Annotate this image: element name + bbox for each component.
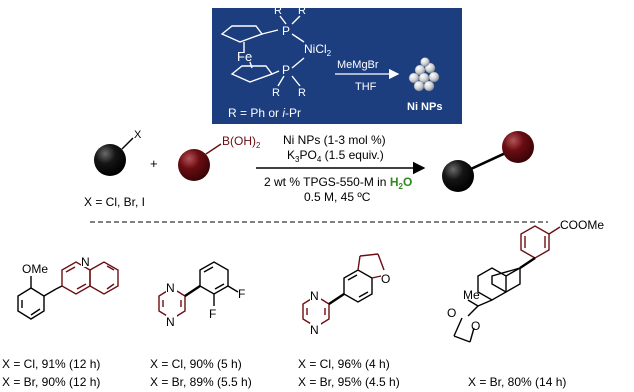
- plus-sign: +: [150, 156, 158, 171]
- product-1-yield-cl: X = Cl, 91% (12 h): [2, 357, 100, 371]
- product-3-structure: [302, 253, 385, 328]
- product-4-label-coome: COOMe: [560, 218, 604, 232]
- catalyst-box: Fe R R P NiCl2 P R R R = Ph or i-Pr MeMg…: [212, 5, 462, 124]
- product-3-label-o: O: [381, 272, 390, 286]
- product-4-label-o2: O: [471, 319, 480, 333]
- reaction-row: X X = Cl, Br, I + B(OH)2 Ni NPs (1-3 mol…: [84, 129, 534, 209]
- solvent-label: THF: [355, 81, 377, 93]
- boronic-acid-ball: [178, 149, 210, 181]
- conditions-line-4: 0.5 M, 45 ºC: [304, 190, 371, 204]
- product-3-yield-cl: X = Cl, 96% (4 h): [298, 357, 390, 371]
- product-1-label-ome: OMe: [22, 262, 48, 276]
- ferrocene-structure: [220, 15, 305, 87]
- product-2-label-n1: N: [166, 281, 175, 295]
- product-1-yield-br: X = Br, 90% (12 h): [2, 375, 100, 389]
- product-red-ball: [502, 131, 534, 163]
- product-black-ball: [442, 160, 474, 192]
- conditions-line-1: Ni NPs (1-3 mol %): [283, 133, 386, 147]
- product-4-structure: [453, 225, 561, 343]
- conditions-line-3: 2 wt % TPGS-550-M in H2O: [264, 175, 412, 191]
- aryl-halide-ball: [94, 144, 126, 176]
- product-3-yield-br: X = Br, 95% (4.5 h): [298, 375, 400, 389]
- p-label-lower: P: [282, 63, 290, 77]
- product-4-label-o1: O: [447, 306, 456, 320]
- r-label-4: R: [298, 87, 306, 99]
- nicl2-label: NiCl2: [304, 42, 332, 58]
- product-1-structure: [17, 261, 119, 320]
- product-2-label-f2: F: [238, 287, 245, 301]
- product-2-label-n2: N: [166, 315, 175, 329]
- product-2-label-f1: F: [209, 307, 216, 321]
- product-2-yield-br: X = Br, 89% (5.5 h): [150, 375, 252, 389]
- boronic-acid-label: B(OH)2: [222, 134, 261, 150]
- r-label-3: R: [272, 87, 280, 99]
- nanoparticle-cluster-icon: [408, 57, 440, 92]
- p-label-upper: P: [282, 24, 290, 38]
- reagent-label: MeMgBr: [337, 59, 379, 71]
- r-definition: R = Ph or i-Pr: [228, 106, 301, 120]
- product-4-label-me: Me: [463, 288, 480, 302]
- product-3-label-n2: N: [310, 323, 319, 337]
- fe-label: Fe: [237, 49, 252, 64]
- product-3-label-n1: N: [310, 289, 319, 303]
- conditions-line-2: K3PO4 (1.5 equiv.): [287, 148, 384, 164]
- r-label-1: R: [274, 5, 282, 17]
- product-2-yield-cl: X = Cl, 90% (5 h): [150, 357, 242, 371]
- ni-nps-label: Ni NPs: [407, 101, 442, 113]
- product-1-label-n: N: [81, 255, 90, 269]
- x-scope-label: X = Cl, Br, I: [84, 195, 145, 209]
- r-label-2: R: [298, 5, 306, 17]
- product-4-yield-br: X = Br, 80% (14 h): [468, 375, 566, 389]
- halide-x-label: X: [134, 129, 142, 141]
